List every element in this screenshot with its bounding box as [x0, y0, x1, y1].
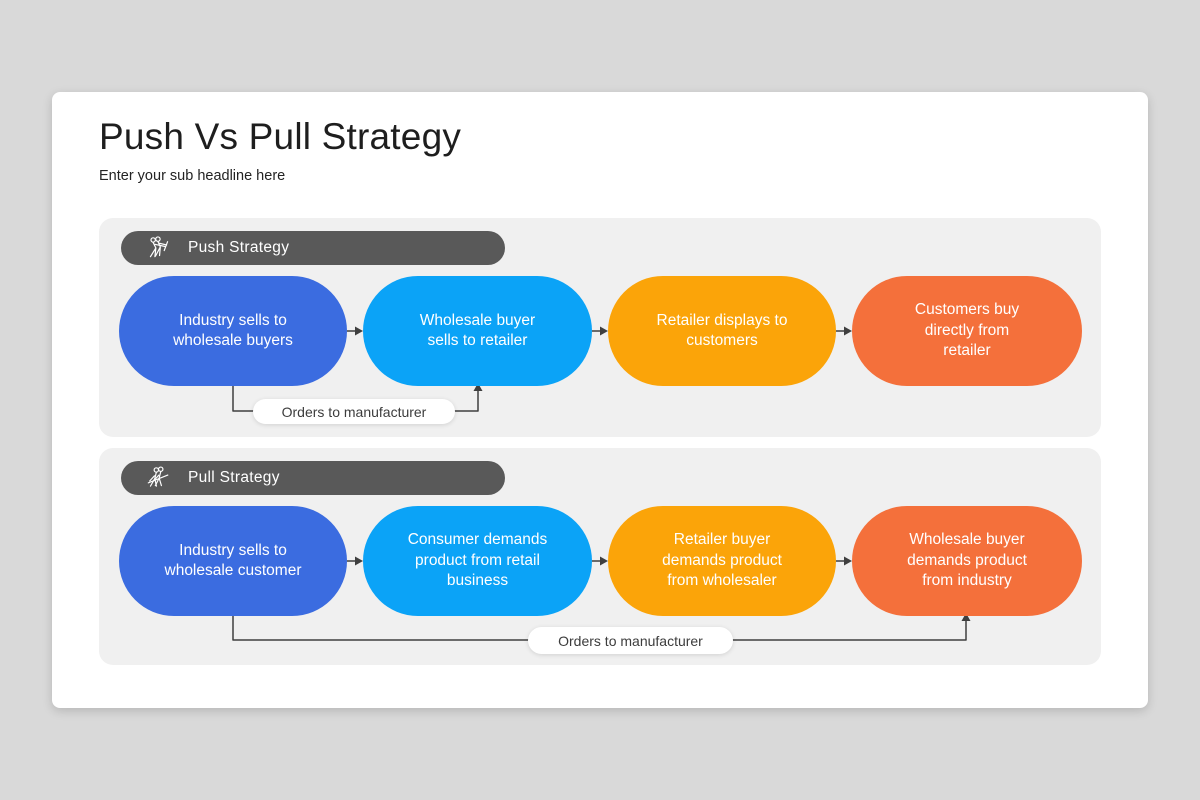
- push-strategy-header: Push Strategy: [121, 231, 505, 265]
- pull-strategy-section: Pull Strategy Industry sells to wholesal…: [99, 448, 1101, 665]
- push-strategy-label: Push Strategy: [188, 239, 290, 256]
- push-strategy-section: Push Strategy Industry sells to wholesal…: [99, 218, 1101, 437]
- slide-card: Push Vs Pull Strategy Enter your sub hea…: [52, 92, 1148, 708]
- push-step-3-label: Retailer displays to customers: [656, 311, 788, 349]
- pull-step-2-pill: Consumer demands product from retail bus…: [363, 506, 592, 616]
- pull-step-3-label: Retailer buyer demands product from whol…: [662, 531, 782, 590]
- pull-step-3-pill: Retailer buyer demands product from whol…: [608, 506, 836, 616]
- push-step-3-pill: Retailer displays to customers: [608, 276, 836, 386]
- pull-step-1-label: Industry sells to wholesale customer: [164, 541, 302, 579]
- pull-step-2-label: Consumer demands product from retail bus…: [407, 531, 548, 590]
- page-title: Push Vs Pull Strategy: [99, 116, 462, 157]
- push-step-4-label: Customers buy directly from retailer: [914, 301, 1020, 360]
- push-step-1-label: Industry sells to wholesale buyers: [173, 311, 293, 349]
- pull-step-4-pill: Wholesale buyer demands product from ind…: [852, 506, 1082, 616]
- push-step-2-label: Wholesale buyer sells to retailer: [419, 311, 536, 349]
- push-loop-label: Orders to manufacturer: [253, 399, 455, 424]
- pull-loop-label: Orders to manufacturer: [528, 627, 733, 654]
- push-step-4-pill: Customers buy directly from retailer: [852, 276, 1082, 386]
- pull-step-4-label: Wholesale buyer demands product from ind…: [907, 531, 1027, 590]
- push-step-2-pill: Wholesale buyer sells to retailer: [363, 276, 592, 386]
- pull-strategy-header: Pull Strategy: [121, 461, 505, 495]
- pull-strategy-label: Pull Strategy: [188, 469, 280, 486]
- pull-step-1-pill: Industry sells to wholesale customer: [119, 506, 347, 616]
- page-subtitle: Enter your sub headline here: [99, 168, 286, 184]
- pull-team-icon: [147, 466, 169, 487]
- push-team-icon: [149, 236, 169, 258]
- push-step-1-pill: Industry sells to wholesale buyers: [119, 276, 347, 386]
